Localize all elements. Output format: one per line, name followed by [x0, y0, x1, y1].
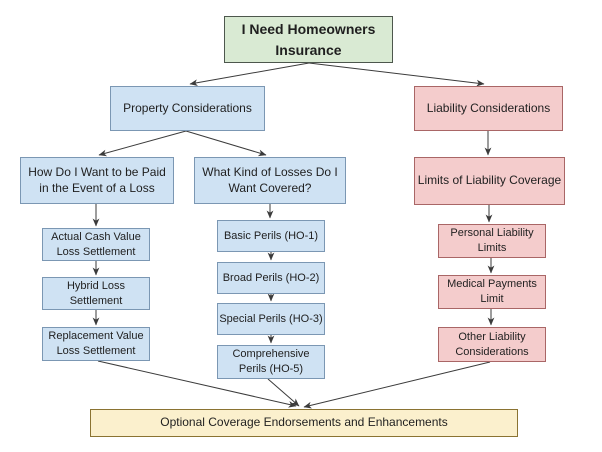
- node-hybrid-loss-settlement: Hybrid Loss Settlement: [42, 277, 150, 310]
- node-other-liability-considerations: Other Liability Considerations: [438, 327, 546, 362]
- arrow-comprehensive-optional: [267, 378, 300, 407]
- node-replacement-value: Replacement Value Loss Settlement: [42, 327, 150, 361]
- arrow-property-howpaid: [98, 130, 187, 157]
- node-liability-considerations: Liability Considerations: [414, 86, 563, 131]
- node-broad-perils-ho2: Broad Perils (HO-2): [217, 262, 325, 294]
- arrow-root-property: [189, 62, 310, 87]
- node-basic-perils-ho1: Basic Perils (HO-1): [217, 220, 325, 252]
- node-comprehensive-perils-ho5: Comprehensive Perils (HO-5): [217, 345, 325, 379]
- arrow-other-optional: [303, 361, 491, 409]
- node-property-considerations: Property Considerations: [110, 86, 265, 131]
- arrow-root-liability: [308, 62, 485, 87]
- node-special-perils-ho3: Special Perils (HO-3): [217, 303, 325, 335]
- node-optional-coverage: Optional Coverage Endorsements and Enhan…: [90, 409, 518, 437]
- node-what-kind-of-losses: What Kind of Losses Do I Want Covered?: [194, 157, 346, 204]
- arrow-property-whatlosses: [185, 130, 267, 157]
- node-root: I Need Homeowners Insurance: [224, 16, 393, 63]
- node-personal-liability-limits: Personal Liability Limits: [438, 224, 546, 258]
- node-medical-payments-limit: Medical Payments Limit: [438, 275, 546, 309]
- node-limits-of-liability-coverage: Limits of Liability Coverage: [414, 157, 565, 205]
- node-actual-cash-value: Actual Cash Value Loss Settlement: [42, 228, 150, 261]
- node-how-do-i-want-to-be-paid: How Do I Want to be Paid in the Event of…: [20, 157, 174, 204]
